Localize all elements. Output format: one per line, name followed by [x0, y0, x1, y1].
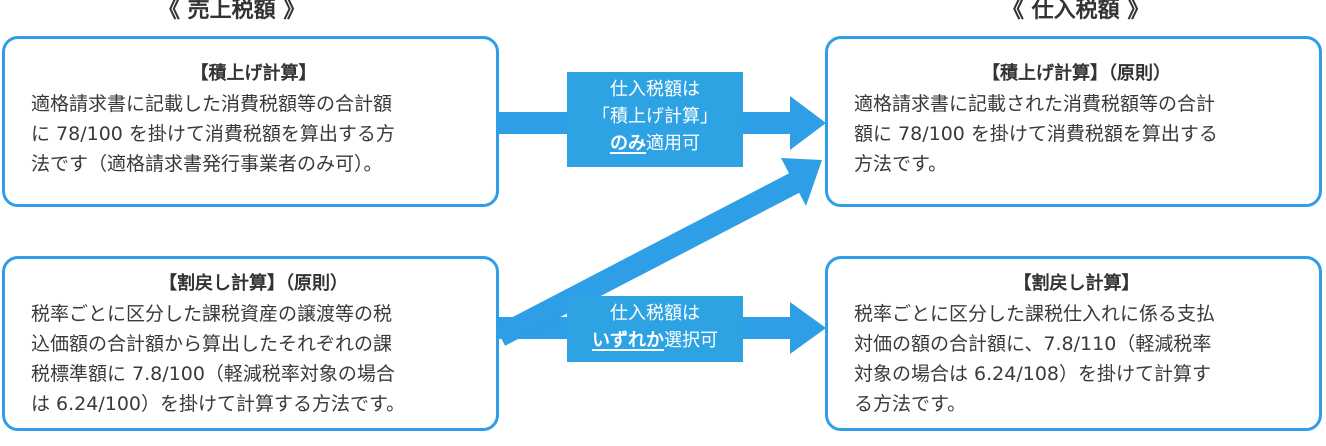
box-title-main: 【割戻し計算】	[1013, 273, 1140, 294]
box-line: 税率ごとに区分した課税仕入れに係る支払	[854, 303, 1216, 325]
box-title: 【積上げ計算】（原則）	[854, 61, 1299, 87]
label-line: 「積上げ計算」	[592, 106, 718, 127]
box-title: 【積上げ計算】	[31, 61, 476, 87]
label-rest: 選択可	[664, 330, 718, 351]
heading-purchase-tax: 《 仕入税額 》	[1002, 0, 1150, 23]
label-tsumiage-only: 仕入税額は 「積上げ計算」 のみ適用可	[567, 72, 743, 167]
label-line: のみ適用可	[567, 130, 743, 157]
box-title: 【割戻し計算】	[854, 271, 1299, 297]
label-line: 仕入税額は	[610, 79, 700, 100]
arrow-bottom-head	[790, 302, 826, 354]
box-title-main: 【割戻し計算】	[159, 273, 285, 294]
box-line: 適格請求書に記載した消費税額等の合計額	[31, 93, 393, 115]
box-line: 込価額の合計額から算出したそれぞれの課	[31, 333, 393, 355]
box-body: 適格請求書に記載した消費税額等の合計額 に 78/100 を掛けて消費税額を算出…	[31, 89, 476, 179]
box-line: は 6.24/100）を掛けて計算する方法です。	[31, 393, 406, 415]
label-line: いずれか選択可	[567, 327, 743, 354]
box-title: 【割戻し計算】（原則）	[31, 271, 476, 297]
box-line: 対価の額の合計額に、7.8/110（軽減税率	[854, 333, 1212, 355]
box-line: 対象の場合は 6.24/108）を掛けて計算す	[854, 363, 1212, 385]
box-title-main: 【積上げ計算】	[190, 63, 317, 84]
box-line: 法です（適格請求書発行事業者のみ可）。	[31, 153, 383, 175]
box-line: 税標準額に 7.8/100（軽減税率対象の場合	[31, 363, 395, 385]
box-line: 適格請求書に記載された消費税額等の合計	[854, 93, 1216, 115]
box-body: 税率ごとに区分した課税仕入れに係る支払 対価の額の合計額に、7.8/110（軽減…	[854, 299, 1299, 419]
box-title-suffix: （原則）	[285, 273, 348, 294]
box-sales-tsumiage: 【積上げ計算】 適格請求書に記載した消費税額等の合計額 に 78/100 を掛け…	[2, 36, 499, 207]
heading-sales-tax: 《 売上税額 》	[158, 0, 306, 23]
box-purchase-warimodoshi: 【割戻し計算】 税率ごとに区分した課税仕入れに係る支払 対価の額の合計額に、7.…	[825, 256, 1322, 431]
box-line: 方法です。	[854, 153, 948, 175]
box-title-suffix: （原則）	[1108, 63, 1171, 84]
arrow-diagonal-head	[781, 158, 822, 206]
box-line: に 78/100 を掛けて消費税額を算出する方	[31, 123, 395, 145]
label-either-selectable: 仕入税額は いずれか選択可	[567, 296, 743, 362]
box-sales-warimodoshi: 【割戻し計算】（原則） 税率ごとに区分した課税資産の譲渡等の税 込価額の合計額か…	[2, 256, 499, 431]
arrow-diagonal-shaft	[494, 170, 806, 346]
box-title-main: 【積上げ計算】	[982, 63, 1108, 84]
label-emphasis: のみ	[610, 133, 646, 154]
box-line: る方法です。	[854, 393, 967, 415]
box-line: 額に 78/100 を掛けて消費税額を算出する	[854, 123, 1218, 145]
box-body: 適格請求書に記載された消費税額等の合計 額に 78/100 を掛けて消費税額を算…	[854, 89, 1299, 179]
label-rest: 適用可	[646, 133, 700, 154]
box-line: 税率ごとに区分した課税資産の譲渡等の税	[31, 303, 393, 325]
label-emphasis: いずれか	[592, 330, 664, 351]
label-line: 仕入税額は	[610, 303, 700, 324]
arrow-top-head	[790, 96, 826, 150]
box-purchase-tsumiage: 【積上げ計算】（原則） 適格請求書に記載された消費税額等の合計 額に 78/10…	[825, 36, 1322, 207]
box-body: 税率ごとに区分した課税資産の譲渡等の税 込価額の合計額から算出したそれぞれの課 …	[31, 299, 476, 419]
